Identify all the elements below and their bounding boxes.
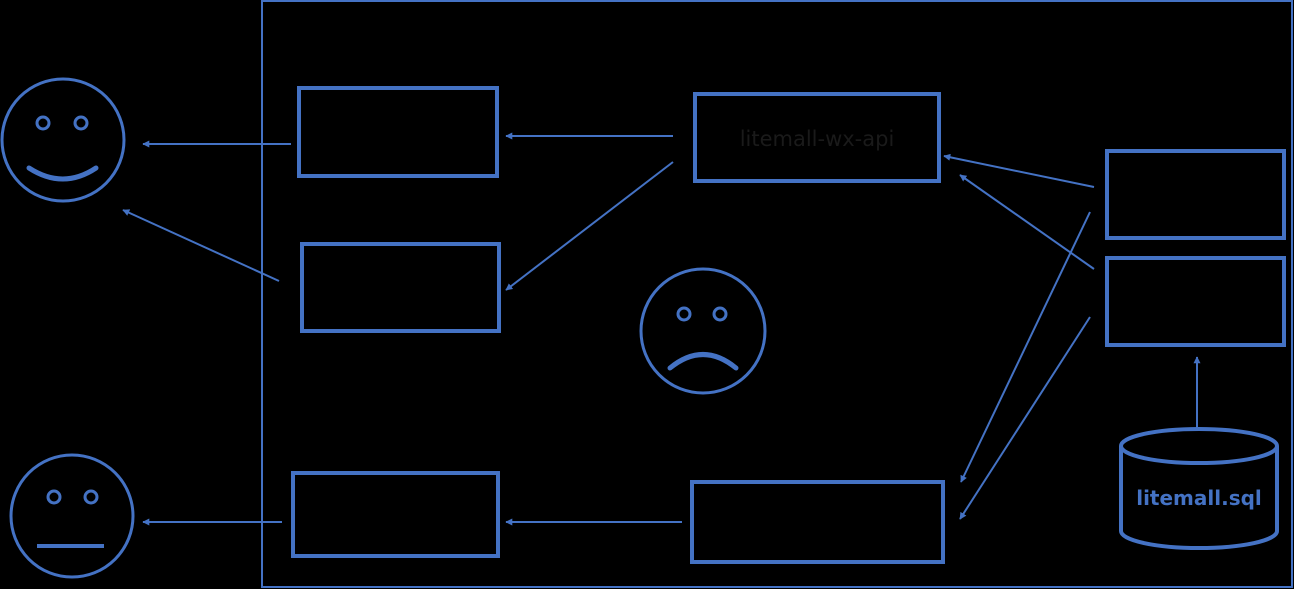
wx-api-label: litemall-wx-api: [740, 127, 895, 151]
smiling-face-icon: [0, 77, 126, 203]
database-label: litemall.sql: [1136, 486, 1262, 510]
box-middle-bottom: [690, 480, 945, 564]
arrow-right-top-to-middle-bottom: [960, 211, 1091, 483]
arrow-right-bottom-to-middle-bottom: [959, 316, 1091, 520]
box-left-top: [297, 86, 499, 178]
arrow-right-bottom-to-wx-api: [959, 174, 1095, 270]
arrow-right-top-to-wx-api: [943, 153, 1095, 188]
box-left-bottom: [291, 471, 500, 558]
box-left-middle: [300, 242, 501, 333]
box-right-top: [1105, 149, 1286, 240]
arrow-wx-api-to-box-left-middle: [505, 161, 674, 291]
frowning-face-icon: [639, 267, 767, 395]
system-boundary: [261, 0, 1293, 588]
box-wx-api: [693, 92, 941, 183]
arrow-box-left-middle-to-smiling-face: [122, 209, 280, 282]
database-cylinder-icon: [1119, 427, 1279, 550]
neutral-face-icon: [9, 453, 135, 579]
arrows: [122, 132, 1201, 526]
box-right-bottom: [1105, 256, 1286, 347]
